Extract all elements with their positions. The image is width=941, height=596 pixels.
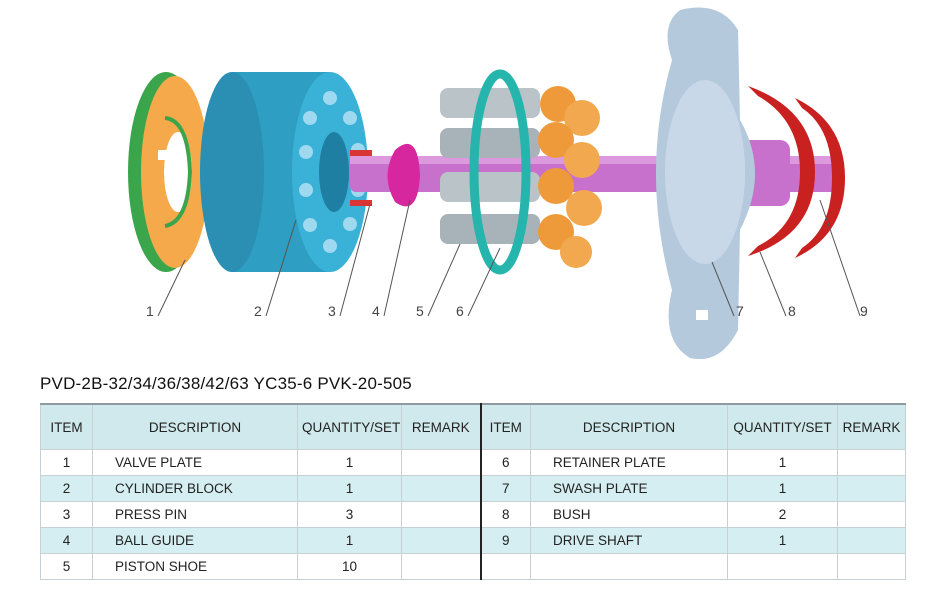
remark-cell bbox=[401, 501, 481, 528]
quantity-cell bbox=[727, 553, 838, 580]
item-cell: 6 bbox=[479, 449, 531, 476]
item-cell: 9 bbox=[479, 527, 531, 554]
quantity-cell: 1 bbox=[297, 527, 402, 554]
description-cell: SWASH PLATE bbox=[530, 475, 728, 502]
table-row: 4 BALL GUIDE 1 9 DRIVE SHAFT 1 bbox=[40, 527, 906, 554]
item-cell: 5 bbox=[40, 553, 93, 580]
item-cell: 2 bbox=[40, 475, 93, 502]
header-item-2: ITEM bbox=[479, 403, 531, 450]
quantity-cell: 3 bbox=[297, 501, 402, 528]
description-cell: VALVE PLATE bbox=[92, 449, 298, 476]
table-row: 5 PISTON SHOE 10 bbox=[40, 553, 906, 580]
callout-7: 7 bbox=[736, 303, 744, 319]
header-remark: REMARK bbox=[401, 403, 481, 450]
description-cell: PRESS PIN bbox=[92, 501, 298, 528]
table-row: 2 CYLINDER BLOCK 1 7 SWASH PLATE 1 bbox=[40, 475, 906, 502]
quantity-cell: 1 bbox=[727, 475, 838, 502]
remark-cell bbox=[837, 449, 906, 476]
item-cell: 3 bbox=[40, 501, 93, 528]
item-cell: 4 bbox=[40, 527, 93, 554]
description-cell: PISTON SHOE bbox=[92, 553, 298, 580]
quantity-cell: 10 bbox=[297, 553, 402, 580]
table-header-row: ITEM DESCRIPTION QUANTITY/SET REMARK ITE… bbox=[40, 403, 906, 450]
item-cell: 1 bbox=[40, 449, 93, 476]
remark-cell bbox=[837, 553, 906, 580]
quantity-cell: 1 bbox=[727, 527, 838, 554]
description-cell: BUSH bbox=[530, 501, 728, 528]
callout-2: 2 bbox=[254, 303, 262, 319]
header-description: DESCRIPTION bbox=[92, 403, 298, 450]
table-row: 3 PRESS PIN 3 8 BUSH 2 bbox=[40, 501, 906, 528]
header-quantity: QUANTITY/SET bbox=[297, 403, 402, 450]
retainer-plate-part bbox=[469, 69, 531, 275]
callout-1: 1 bbox=[146, 303, 154, 319]
item-cell bbox=[479, 553, 531, 580]
leader-lines bbox=[157, 199, 861, 317]
quantity-cell: 1 bbox=[297, 475, 402, 502]
header-remark-2: REMARK bbox=[837, 403, 906, 450]
item-cell: 7 bbox=[479, 475, 531, 502]
valve-plate-part bbox=[128, 72, 209, 272]
table-row: 1 VALVE PLATE 1 6 RETAINER PLATE 1 bbox=[40, 449, 906, 476]
callout-6: 6 bbox=[456, 303, 464, 319]
description-cell: RETAINER PLATE bbox=[530, 449, 728, 476]
header-item: ITEM bbox=[40, 403, 93, 450]
remark-cell bbox=[837, 527, 906, 554]
description-cell: CYLINDER BLOCK bbox=[92, 475, 298, 502]
parts-table: ITEM DESCRIPTION QUANTITY/SET REMARK ITE… bbox=[40, 403, 906, 580]
header-quantity-2: QUANTITY/SET bbox=[727, 403, 838, 450]
callout-3: 3 bbox=[328, 303, 336, 319]
remark-cell bbox=[401, 527, 481, 554]
description-cell: DRIVE SHAFT bbox=[530, 527, 728, 554]
swash-plate-part bbox=[656, 7, 755, 360]
callout-5: 5 bbox=[416, 303, 424, 319]
description-cell bbox=[530, 553, 728, 580]
quantity-cell: 1 bbox=[727, 449, 838, 476]
press-pin-part bbox=[350, 150, 372, 206]
item-cell: 8 bbox=[479, 501, 531, 528]
quantity-cell: 2 bbox=[727, 501, 838, 528]
remark-cell bbox=[401, 449, 481, 476]
quantity-cell: 1 bbox=[297, 449, 402, 476]
description-cell: BALL GUIDE bbox=[92, 527, 298, 554]
remark-cell bbox=[401, 553, 481, 580]
ball-guide-part bbox=[387, 143, 420, 207]
exploded-pump-diagram: 1 2 3 4 5 6 7 8 9 bbox=[128, 7, 868, 360]
model-title: PVD-2B-32/34/36/38/42/63 YC35-6 PVK-20-5… bbox=[40, 374, 412, 393]
piston-shoe-part bbox=[440, 86, 602, 268]
remark-cell bbox=[837, 501, 906, 528]
callout-8: 8 bbox=[788, 303, 796, 319]
remark-cell bbox=[401, 475, 481, 502]
callout-4: 4 bbox=[372, 303, 380, 319]
cylinder-block-part bbox=[200, 72, 368, 272]
bush-part bbox=[748, 86, 845, 258]
callout-9: 9 bbox=[860, 303, 868, 319]
remark-cell bbox=[837, 475, 906, 502]
header-description-2: DESCRIPTION bbox=[530, 403, 728, 450]
